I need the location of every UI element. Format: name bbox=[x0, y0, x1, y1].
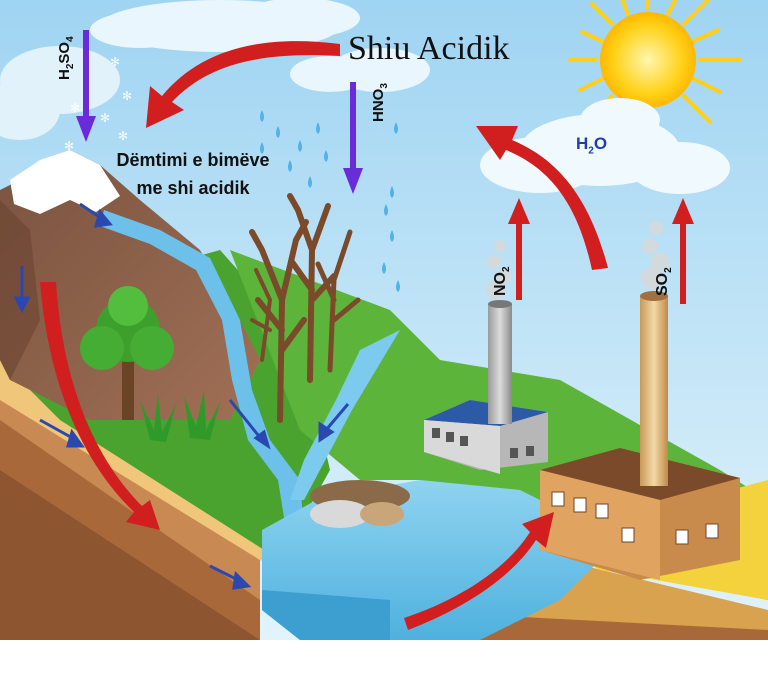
white-margin-bottom bbox=[0, 640, 768, 681]
plants-icon bbox=[140, 390, 220, 442]
mountain-shadow bbox=[0, 200, 40, 380]
diagram-title: Shiu Acidik bbox=[348, 30, 510, 67]
label-so2: SO2 bbox=[654, 267, 675, 296]
dead-trees-icon bbox=[249, 193, 361, 423]
purple-acid-arrows bbox=[76, 30, 363, 194]
snowflakes: ✻ ✻ ✻ ✻ ✻ ✻ bbox=[64, 55, 132, 153]
label-no2: NO2 bbox=[492, 266, 513, 296]
lake-edge bbox=[262, 590, 390, 640]
svg-text:✻: ✻ bbox=[122, 89, 132, 103]
cloud-right bbox=[480, 98, 730, 194]
healthy-tree-icon bbox=[80, 286, 174, 420]
cloud-left bbox=[0, 46, 120, 140]
rocks bbox=[310, 480, 410, 528]
chimney-no2-top bbox=[488, 300, 512, 308]
label-h2o: H2O bbox=[576, 134, 608, 157]
right-stream bbox=[290, 330, 400, 500]
svg-text:✻: ✻ bbox=[118, 129, 128, 143]
chimney-no2 bbox=[488, 304, 512, 424]
svg-text:✻: ✻ bbox=[110, 55, 120, 69]
chimney-so2-top bbox=[640, 291, 668, 301]
plant-damage-caption-line1: Dëmtimi e bimëve bbox=[116, 150, 270, 170]
water-flow-arrows bbox=[13, 202, 350, 590]
svg-text:✻: ✻ bbox=[70, 101, 80, 115]
mountain-snow-cap bbox=[10, 150, 120, 214]
label-hno3: HNO3 bbox=[370, 83, 390, 122]
plant-damage-caption: Dëmtimi e bimëve me shi acidik bbox=[108, 146, 278, 202]
sun-icon bbox=[568, 0, 742, 137]
svg-text:✻: ✻ bbox=[64, 139, 74, 153]
chimney-so2 bbox=[640, 296, 668, 486]
smoke bbox=[486, 221, 669, 300]
label-h2so4: H2SO4 bbox=[56, 36, 76, 80]
factory-small bbox=[424, 400, 548, 474]
svg-text:✻: ✻ bbox=[100, 111, 110, 125]
red-arrows bbox=[40, 41, 694, 630]
plant-damage-caption-line2: me shi acidik bbox=[136, 178, 250, 198]
cloud-top bbox=[90, 0, 430, 92]
mountain-stream bbox=[100, 210, 304, 530]
